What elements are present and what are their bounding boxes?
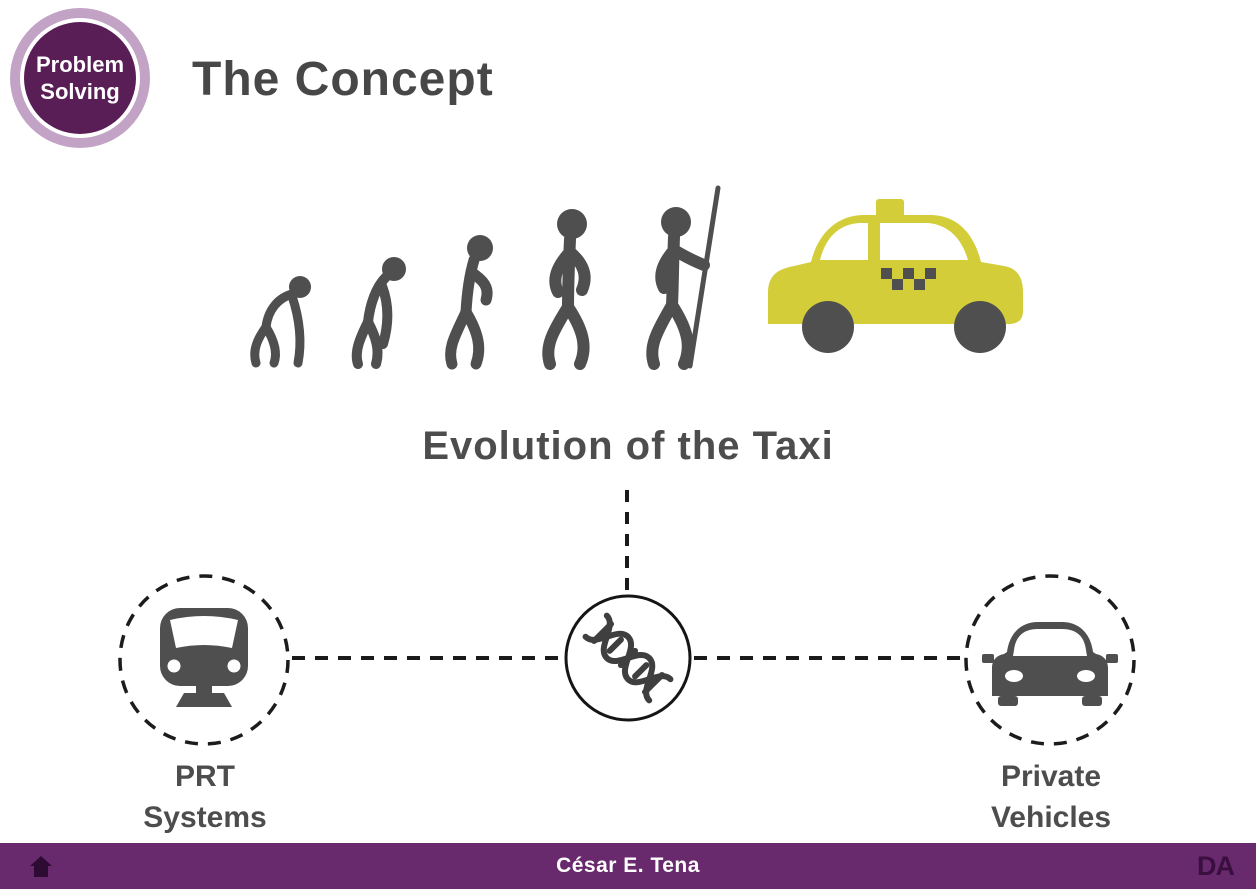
private-vehicles-label: Private Vehicles <box>951 756 1151 838</box>
connector-vertical <box>625 490 629 590</box>
prt-label-line1: PRT <box>175 760 235 793</box>
stooped-hominid-icon <box>351 257 406 369</box>
problem-solving-badge: Problem Solving <box>10 8 150 148</box>
badge-inner-circle: Problem Solving <box>24 22 136 134</box>
badge-text-line1: Problem <box>35 52 125 77</box>
page-title: The Concept <box>192 53 494 106</box>
dna-icon <box>582 612 674 704</box>
private-vehicle-node <box>964 574 1136 746</box>
home-icon[interactable] <box>26 851 56 881</box>
evolution-illustration <box>250 185 1023 370</box>
private-label-line2: Vehicles <box>990 801 1112 834</box>
prt-train-icon <box>160 608 248 707</box>
prt-label: PRT Systems <box>105 756 305 838</box>
badge-ring: Problem Solving <box>20 18 140 138</box>
connector-right <box>694 656 964 660</box>
private-label-line1: Private <box>1000 760 1102 793</box>
crouching-hominid-icon <box>250 276 311 368</box>
badge-text-line2: Solving <box>40 79 120 104</box>
prt-label-line2: Systems <box>143 801 267 834</box>
upright-hominid-icon <box>445 235 493 370</box>
human-with-spear-icon <box>646 185 721 370</box>
taxi-icon <box>768 199 1023 353</box>
prt-node <box>118 574 290 746</box>
private-car-icon <box>982 622 1118 706</box>
early-human-icon <box>542 209 591 370</box>
connector-left <box>292 656 562 660</box>
da-logo: DA <box>1197 851 1235 881</box>
footer-bar: César E. Tena DA <box>0 843 1256 889</box>
dna-node <box>564 594 692 722</box>
footer-author: César E. Tena <box>556 854 700 877</box>
caption: Evolution of the Taxi <box>422 424 834 468</box>
